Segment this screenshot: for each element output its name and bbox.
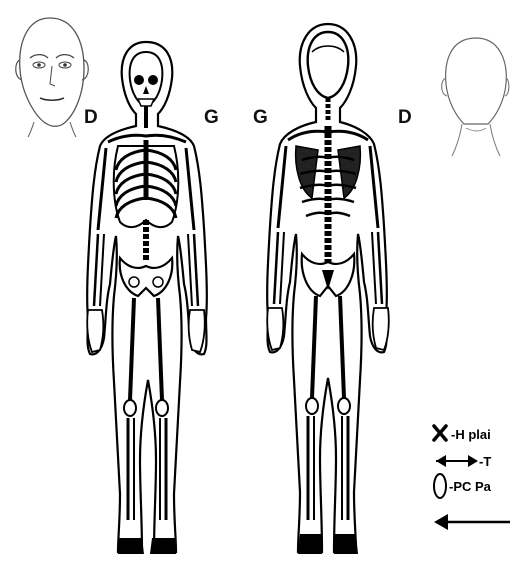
oval-icon	[434, 474, 446, 498]
back-head-sketch	[442, 38, 509, 156]
x-mark-icon	[434, 426, 446, 440]
front-view-left-side-label: G	[204, 108, 219, 127]
back-view-left-side-label: G	[253, 108, 268, 127]
back-skeleton	[267, 24, 389, 554]
legend-item-1-label: -H plai	[451, 428, 491, 441]
double-arrow-icon	[436, 455, 478, 467]
legend-item-3-label: -PC Pa	[449, 480, 491, 493]
front-head-sketch	[16, 18, 89, 137]
back-view-right-side-label: D	[398, 108, 412, 127]
front-view-right-side-label: D	[84, 108, 98, 127]
left-arrow-icon	[434, 514, 510, 530]
legend-item-2-label: -T	[479, 455, 491, 468]
front-skeleton	[87, 42, 207, 554]
